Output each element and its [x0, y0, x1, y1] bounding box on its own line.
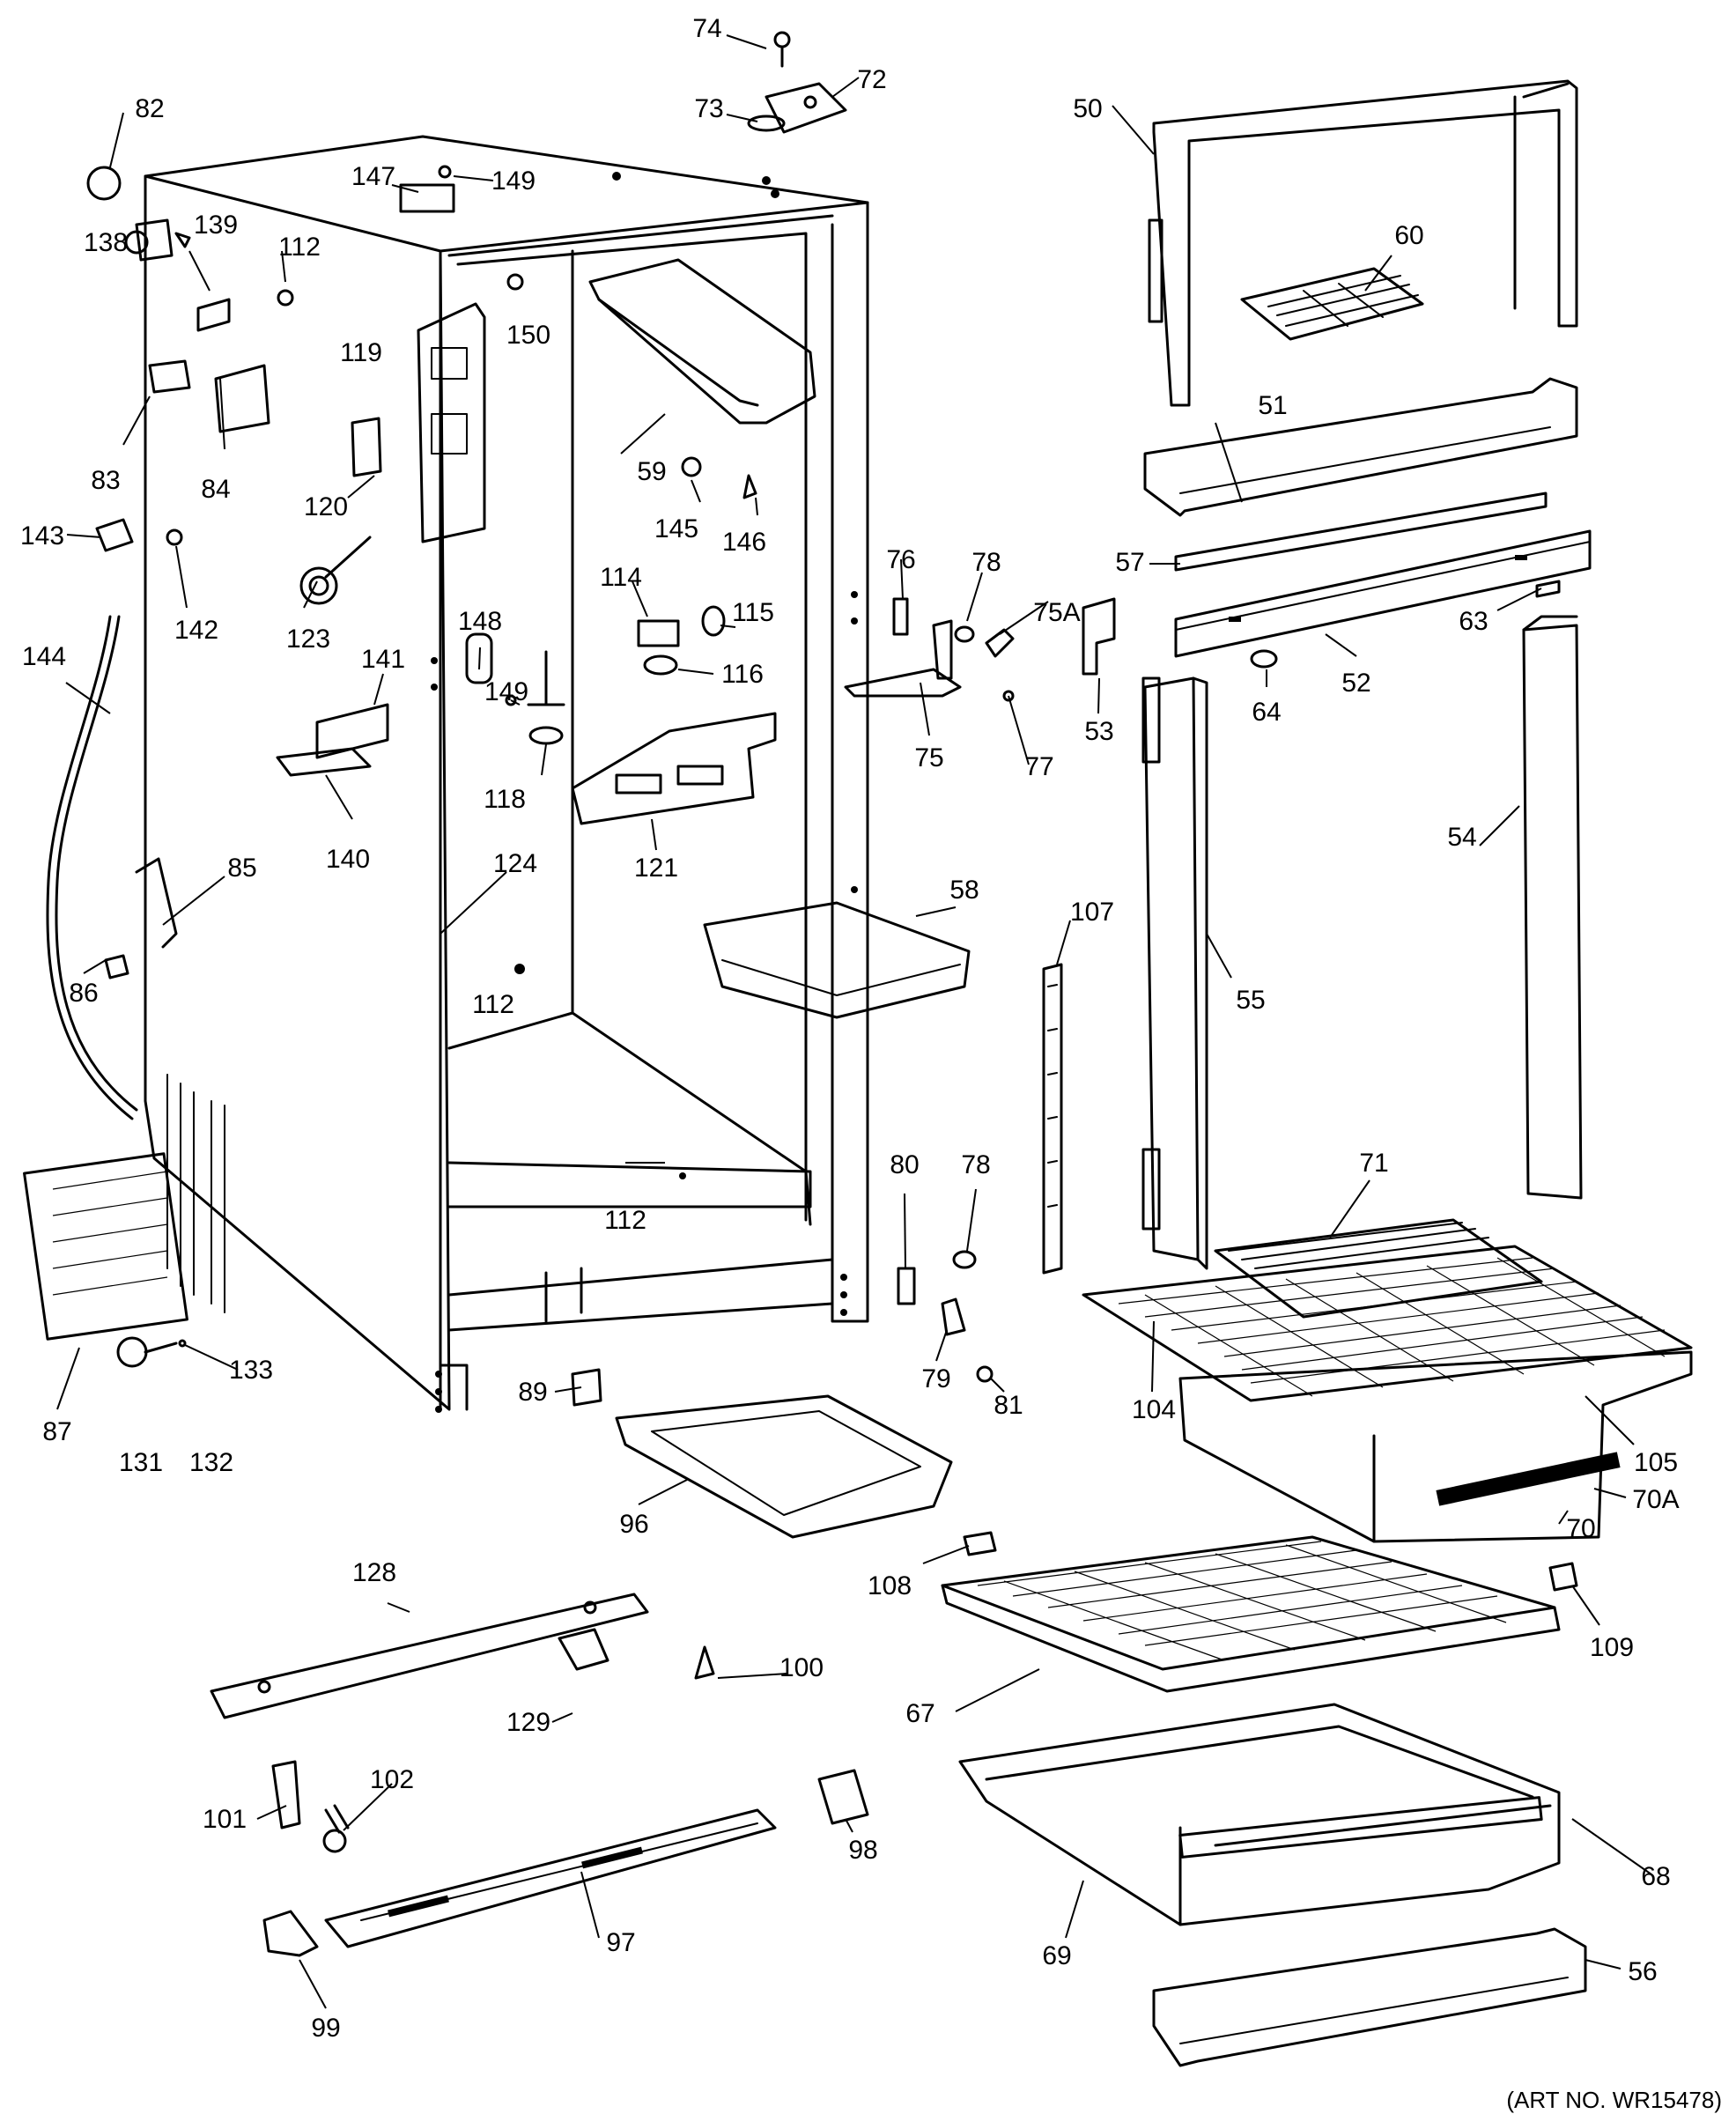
part-label: 58 [949, 876, 979, 905]
part-label: 109 [1590, 1633, 1634, 1662]
part-label: 150 [506, 321, 550, 350]
art-number-caption: (ART NO. WR15478) [1506, 2087, 1722, 2113]
part-label: 54 [1447, 823, 1476, 852]
part-label: 145 [654, 514, 698, 543]
part-label: 100 [779, 1653, 824, 1682]
part-label: 138 [84, 228, 128, 257]
part-label: 141 [361, 645, 405, 674]
part-label: 77 [1024, 752, 1053, 781]
part-label: 71 [1359, 1149, 1388, 1178]
part-label: 73 [694, 94, 723, 123]
part-label: 128 [352, 1558, 396, 1587]
part-label: 123 [286, 625, 330, 654]
part-label: 119 [340, 338, 382, 367]
part-label: 112 [604, 1206, 646, 1235]
part-label: 102 [370, 1765, 414, 1794]
part-label: 115 [732, 598, 774, 627]
part-label: 64 [1252, 698, 1281, 727]
interior-parts [23, 258, 971, 1957]
part-label: 70 [1566, 1514, 1595, 1543]
part-label: 101 [203, 1805, 247, 1834]
part-label: 79 [921, 1364, 950, 1393]
part-label: 118 [484, 785, 526, 814]
part-label: 89 [518, 1378, 547, 1407]
part-label: 112 [472, 990, 514, 1019]
part-label: 147 [351, 162, 395, 191]
part-label: 60 [1394, 221, 1423, 250]
part-label: 82 [135, 94, 164, 123]
part-label: 56 [1628, 1957, 1657, 1986]
part-label: 107 [1070, 898, 1114, 927]
part-label: 120 [304, 492, 348, 521]
part-label: 52 [1341, 669, 1370, 698]
part-label: 96 [619, 1510, 648, 1539]
part-label: 80 [890, 1150, 919, 1179]
part-label: 78 [961, 1150, 990, 1179]
part-label: 97 [606, 1928, 635, 1957]
part-label: 72 [857, 65, 886, 94]
part-label: 99 [311, 2014, 340, 2043]
part-label: 53 [1084, 717, 1113, 746]
part-label: 116 [721, 660, 764, 689]
part-label: 98 [848, 1836, 877, 1865]
part-label: 84 [201, 475, 230, 504]
leader-lines [56, 34, 1652, 2009]
part-label: 55 [1236, 986, 1265, 1015]
part-label: 149 [484, 677, 528, 706]
part-label: 70A [1632, 1485, 1679, 1514]
part-label: 124 [493, 849, 537, 878]
part-label: 75A [1033, 598, 1080, 627]
part-label: 143 [20, 521, 64, 551]
part-label: 51 [1258, 391, 1287, 420]
part-label: 78 [971, 548, 1001, 577]
part-label: 121 [634, 854, 678, 883]
part-label: 140 [326, 845, 370, 874]
part-label: 69 [1042, 1941, 1071, 1970]
door-liner-group [1042, 79, 1592, 1275]
part-label: 83 [91, 466, 120, 495]
part-label: 139 [194, 211, 238, 240]
part-label: 76 [886, 545, 915, 574]
part-label: 74 [692, 14, 721, 43]
part-label: 50 [1073, 94, 1102, 123]
part-label: 131 [119, 1448, 163, 1477]
part-label: 87 [42, 1417, 71, 1446]
part-label: 142 [174, 616, 218, 645]
part-label: 114 [600, 563, 642, 592]
shelves-and-crispers [941, 1218, 1693, 2067]
part-labels: 74 72 73 82 147 149 50 60 138 139 112 15… [20, 14, 1680, 2043]
part-label: 146 [722, 528, 766, 557]
part-label: 112 [278, 233, 321, 262]
part-label: 68 [1641, 1862, 1670, 1891]
part-label: 85 [227, 854, 256, 883]
part-label: 57 [1115, 548, 1144, 577]
small-parts [86, 31, 1578, 1853]
part-label: 86 [69, 979, 98, 1008]
part-label: 148 [458, 607, 502, 636]
part-label: 133 [229, 1356, 273, 1385]
part-label: 108 [868, 1571, 912, 1600]
part-label: 105 [1634, 1448, 1678, 1477]
part-label: 81 [994, 1391, 1023, 1420]
part-label: 132 [189, 1448, 233, 1477]
part-label: 129 [506, 1708, 550, 1737]
part-label: 75 [914, 743, 943, 772]
part-label: 149 [491, 166, 536, 196]
part-label: 63 [1459, 607, 1488, 636]
part-label: 104 [1132, 1395, 1176, 1424]
part-label: 144 [22, 642, 66, 671]
part-label: 67 [905, 1699, 934, 1728]
part-label: 59 [637, 457, 666, 486]
